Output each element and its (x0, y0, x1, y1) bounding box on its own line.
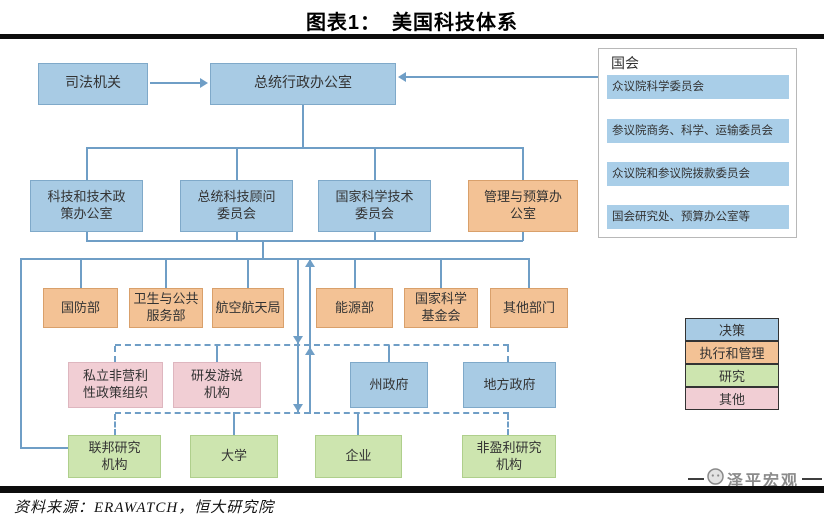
congress-item-senate-commerce: 参议院商务、科学、运输委员会 (607, 119, 789, 143)
legend-execution-management: 执行和管理 (685, 341, 779, 364)
watermark: 泽平宏观 (687, 468, 822, 490)
node-local-gov: 地方政府 (463, 362, 556, 408)
node-dod: 国防部 (43, 288, 118, 328)
drop-to-nsf (440, 258, 442, 289)
title-divider (0, 34, 824, 39)
node-pcast: 总统科技顾问 委员会 (180, 180, 293, 232)
line-collector-to-agency-bus (262, 240, 264, 259)
drop-to-nasa (247, 258, 249, 289)
line-left-down (20, 258, 22, 449)
node-nasa: 航空航天局 (212, 288, 284, 328)
line-flow-up (309, 258, 311, 414)
stub-omb-down (522, 232, 524, 241)
line-congress-to-epo (406, 76, 604, 78)
node-rd-lobby: 研发游说 机构 (173, 362, 261, 408)
watermark-line-left (687, 478, 704, 480)
drop-to-nstc (374, 147, 376, 181)
dashed-drop-private-policy (114, 346, 116, 362)
dashed-drop-nonprofit-research (507, 414, 509, 435)
congress-panel-title: 国会 (611, 57, 639, 72)
bus-collector (86, 240, 523, 242)
arrowhead-down-lower (293, 404, 303, 412)
legend-other: 其他 (685, 387, 779, 410)
node-nstc: 国家科学技术 委员会 (318, 180, 431, 232)
arrowhead-judiciary-to-epo (200, 78, 208, 88)
congress-item-house-science: 众议院科学委员会 (607, 75, 789, 99)
node-ostp: 科技和技术政 策办公室 (30, 180, 143, 232)
stub-pcast-down (236, 232, 238, 241)
arrowhead-congress-to-epo (398, 72, 406, 82)
node-executive-office-president: 总统行政办公室 (210, 63, 396, 105)
dashed-drop-local-gov (507, 346, 509, 362)
chart-title: 图表1： 美国科技体系 (305, 12, 519, 34)
arrowhead-up-upper (305, 259, 315, 267)
drop-to-other-depts (528, 258, 530, 289)
congress-panel: 国会 众议院科学委员会 参议院商务、科学、运输委员会 众议院和参议院拨款委员会 … (598, 48, 797, 238)
drop-rd-lobby (216, 345, 218, 362)
stub-nstc-down (374, 232, 376, 241)
dashed-drop-federal-research (114, 414, 116, 435)
node-doe: 能源部 (316, 288, 393, 328)
drop-to-ostp (86, 147, 88, 181)
drop-enterprise (357, 412, 359, 435)
watermark-line-right (802, 478, 822, 480)
node-nonprofit-research: 非盈利研究 机构 (462, 435, 556, 478)
arrowhead-down-upper (293, 336, 303, 344)
node-private-policy-org: 私立非营利 性政策组织 (68, 362, 163, 408)
line-judiciary-to-epo (150, 82, 202, 84)
node-judiciary: 司法机关 (38, 63, 148, 105)
drop-to-pcast (236, 147, 238, 181)
footer-divider (0, 486, 824, 493)
line-left-to-federal-research (20, 447, 68, 449)
drop-state-gov (388, 345, 390, 362)
legend-decision: 决策 (685, 318, 779, 341)
data-source: 资料来源：ERAWATCH，恒大研究院 (14, 500, 275, 516)
node-federal-research: 联邦研究 机构 (68, 435, 161, 478)
node-other-depts: 其他部门 (490, 288, 568, 328)
dashed-bus-performers (115, 412, 509, 414)
dashed-bus-intermediary (115, 344, 509, 346)
watermark-label: 泽平宏观 (726, 473, 799, 490)
arrowhead-up-lower (305, 347, 315, 355)
legend-research: 研究 (685, 364, 779, 387)
bus-agencies (20, 258, 530, 260)
stub-ostp-down (86, 232, 88, 241)
drop-to-doe (354, 258, 356, 289)
congress-item-crs-budget: 国会研究处、预算办公室等 (607, 205, 789, 229)
chat-face-logo-icon (707, 468, 724, 490)
node-omb: 管理与预算办 公室 (468, 180, 578, 232)
bus-row2 (86, 147, 523, 149)
congress-item-appropriations: 众议院和参议院拨款委员会 (607, 162, 789, 186)
drop-university (233, 412, 235, 435)
drop-to-dod (80, 258, 82, 289)
line-epo-down (302, 105, 304, 148)
node-hhs: 卫生与公共 服务部 (129, 288, 203, 328)
node-state-gov: 州政府 (350, 362, 428, 408)
drop-to-omb (522, 147, 524, 181)
drop-to-hhs (165, 258, 167, 289)
node-enterprise: 企业 (315, 435, 402, 478)
node-university: 大学 (190, 435, 278, 478)
node-nsf: 国家科学 基金会 (404, 288, 478, 328)
